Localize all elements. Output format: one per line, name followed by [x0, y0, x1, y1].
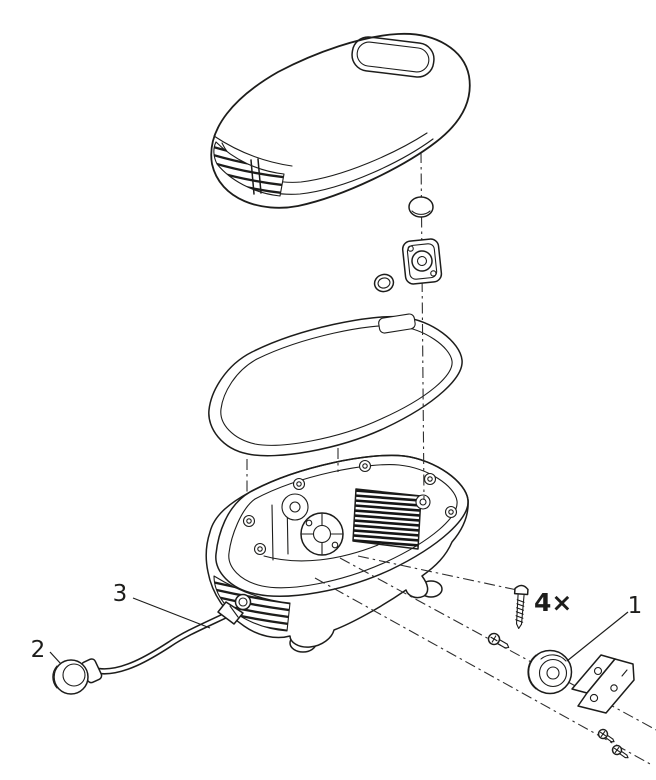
screw-quantity-label: 4× [534, 588, 572, 617]
mounting-bracket [571, 654, 635, 714]
phillips-screw [487, 632, 510, 649]
o-ring [373, 273, 395, 293]
callouts: 3 2 1 4× [31, 581, 643, 665]
base-rim-outer [215, 454, 469, 597]
air-outlet-boss [234, 593, 252, 611]
callout-1-label: 1 [628, 593, 643, 619]
valve-plate [401, 238, 443, 285]
callout-3-leader [132, 597, 211, 629]
cable-plug [52, 658, 103, 695]
gasket-valve-tab [378, 313, 416, 334]
callout-1-leader [566, 611, 629, 662]
rubber-diaphragm [408, 196, 434, 218]
bracket-screws [597, 728, 629, 759]
power-cable [95, 601, 244, 675]
mounting-screw-4x [513, 584, 529, 630]
pump-chamber [300, 512, 344, 556]
cover-handle-recess [351, 36, 435, 78]
callout-2-label: 2 [31, 637, 46, 663]
valve-seat [415, 494, 431, 510]
pump-base [205, 454, 469, 653]
screw-bosses [242, 459, 458, 556]
base-rim-inner [228, 464, 458, 589]
housing-gasket [208, 313, 463, 457]
top-cover [210, 33, 471, 209]
secondary-chamber [281, 493, 309, 521]
cable-strain-relief [217, 601, 244, 625]
callout-2-leader [49, 651, 62, 665]
rubber-damper [527, 649, 573, 695]
callout-3-label: 3 [113, 581, 128, 607]
